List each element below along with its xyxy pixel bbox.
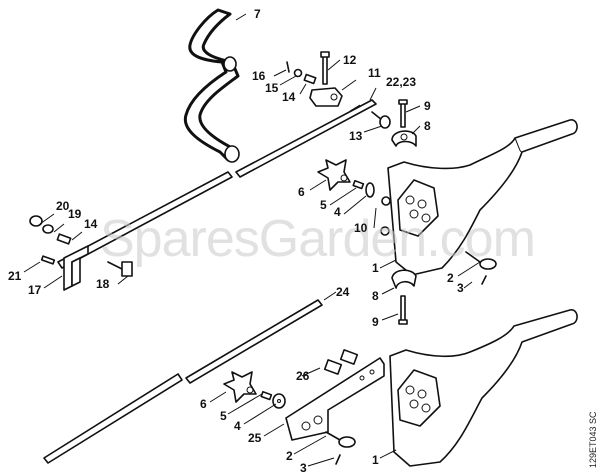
callout-12: 12 (343, 53, 357, 67)
callout-26: 26 (296, 369, 310, 383)
handle-housing-1-lower (389, 309, 578, 467)
callout-16: 16 (252, 69, 266, 83)
callout-5-lower: 5 (220, 409, 227, 423)
callout-2-upper: 2 (447, 271, 454, 285)
clamp-screw-2-upper (465, 251, 497, 270)
pin-13 (371, 111, 391, 129)
callout-15: 15 (265, 81, 279, 95)
callout-9-lower: 9 (372, 315, 379, 329)
callout-4-lower: 4 (234, 419, 241, 433)
washer-4-lower (272, 393, 286, 409)
lower-control-rod-part (43, 299, 323, 464)
callout-4-upper: 4 (334, 205, 341, 219)
callout-8-upper: 8 (424, 119, 431, 133)
leader-lines (23, 13, 481, 467)
callout-21: 21 (8, 269, 22, 283)
bracket-17 (63, 245, 89, 291)
callout-20: 20 (56, 199, 70, 213)
clamp-half-8-lower (391, 269, 417, 289)
nuts-10 (380, 196, 391, 236)
callout-8-lower: 8 (372, 289, 379, 303)
spring-5-lower (260, 390, 273, 401)
pin-16 (286, 61, 290, 73)
cap-20 (29, 215, 43, 227)
pin-3-upper (481, 275, 487, 285)
screw-9-upper (398, 99, 408, 128)
callout-24: 24 (336, 285, 350, 299)
callout-19: 19 (68, 207, 82, 221)
callout-6-upper: 6 (298, 185, 305, 199)
handle-housing-1-upper (387, 119, 578, 276)
callout-2-lower: 2 (286, 449, 293, 463)
callout-14-left: 14 (84, 217, 98, 231)
washer-19 (42, 224, 54, 234)
callouts: 7 16 12 15 14 11 22,23 9 13 8 6 5 4 10 2… (8, 7, 464, 474)
lever-18 (107, 261, 133, 277)
callout-14-upper: 14 (282, 90, 296, 104)
callout-18: 18 (96, 277, 110, 291)
callout-1-lower: 1 (372, 453, 379, 467)
callout-5-upper: 5 (320, 198, 327, 212)
clamp-screw-2-lower (325, 431, 356, 448)
callout-3-upper: 3 (457, 281, 464, 295)
callout-22-23: 22,23 (386, 75, 416, 89)
callout-7: 7 (254, 7, 261, 21)
screw-9-lower (398, 295, 408, 325)
star-knob-6-upper (317, 159, 351, 191)
callout-10: 10 (354, 221, 368, 235)
spring-5-upper (352, 179, 365, 190)
screws-26 (323, 349, 359, 375)
adapter-bar-25 (285, 357, 385, 441)
screw-21 (40, 255, 56, 265)
spring-14-upper (303, 73, 317, 85)
drawing-code: 129ET043 SC (588, 411, 598, 468)
spring-14-left (56, 233, 72, 245)
watermark-text: SparesGarden.com (100, 210, 535, 268)
callout-25: 25 (248, 431, 262, 445)
star-knob-6-lower (223, 371, 257, 403)
callout-11: 11 (368, 66, 381, 80)
loop-handle-part (183, 8, 240, 163)
upper-control-rod-part (57, 99, 377, 269)
callout-1-upper: 1 (372, 261, 379, 275)
callout-9-upper: 9 (424, 99, 431, 113)
callout-17: 17 (28, 283, 42, 297)
screw-12 (320, 51, 330, 85)
clamp-half-8-upper (391, 130, 417, 147)
clamp-11 (309, 87, 343, 107)
pin-3-lower (335, 454, 341, 465)
callout-6-lower: 6 (200, 397, 207, 411)
callout-3-lower: 3 (300, 461, 307, 474)
washer-4-upper (365, 182, 375, 198)
callout-13: 13 (349, 129, 363, 143)
washer-15 (293, 68, 303, 78)
